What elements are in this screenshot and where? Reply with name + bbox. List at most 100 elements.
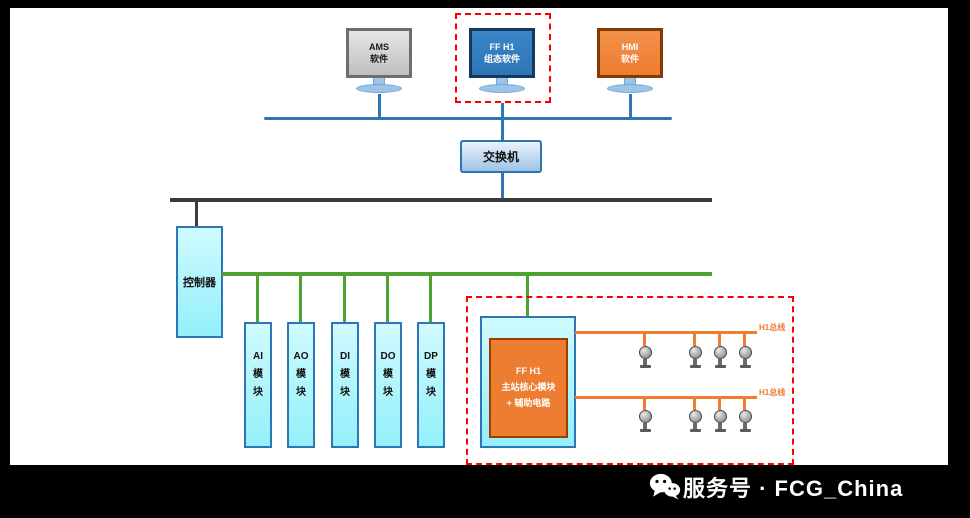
io-drop-line: [256, 276, 259, 322]
module-label-char: 模: [253, 369, 263, 380]
h1-bus-upper-line: [575, 331, 757, 334]
ffh1-link-line: [501, 103, 504, 118]
ffh1-core-label-line2: 主站核心模块: [501, 382, 556, 393]
io-drop-line: [386, 276, 389, 322]
monitor-ffh1-screen: FF H1 组态软件: [469, 28, 535, 78]
h1-bus-lower-label: H1总线: [759, 388, 786, 397]
monitor-base: [479, 84, 525, 93]
ffh1-core-label-line1: FF H1: [515, 366, 541, 377]
device-head: [738, 346, 752, 359]
module-ao: AO 模 块: [287, 322, 315, 448]
io-bus-line: [222, 272, 712, 276]
device-stem: [743, 423, 747, 429]
monitor-hmi: HMI 软件: [597, 28, 663, 93]
device-stem: [693, 359, 697, 365]
field-device-icon: [737, 410, 753, 432]
monitor-ffh1-label-line1: FF H1: [489, 41, 515, 52]
module-label-char: DI: [340, 351, 350, 362]
h1-device-drop-line: [643, 333, 646, 346]
monitor-hmi-label-line2: 软件: [620, 53, 639, 64]
module-label-char: 块: [296, 387, 306, 398]
module-ai: AI 模 块: [244, 322, 272, 448]
hmi-link-line: [629, 94, 632, 118]
ethernet-switch: 交换机: [460, 140, 542, 173]
monitor-base: [607, 84, 653, 93]
module-label-char: 模: [426, 369, 436, 380]
h1-device-drop-line: [743, 398, 746, 410]
monitor-ams-label-line2: 软件: [369, 53, 388, 64]
device-stem: [693, 423, 697, 429]
h1-device-drop-line: [718, 398, 721, 410]
field-device-icon: [687, 410, 703, 432]
control-network-bus-line: [170, 198, 712, 202]
field-device-icon: [687, 346, 703, 368]
device-stem: [743, 359, 747, 365]
field-device-icon: [737, 346, 753, 368]
field-device-icon: [712, 410, 728, 432]
ffh1-core-label-line3: + 辅助电路: [506, 397, 551, 408]
device-stem: [643, 359, 647, 365]
module-label-char: AI: [253, 351, 263, 362]
device-head: [688, 346, 702, 359]
switch-label: 交换机: [482, 150, 519, 164]
controller-uplink-line: [195, 202, 198, 226]
io-drop-line: [299, 276, 302, 322]
module-label-char: 模: [383, 369, 393, 380]
monitor-ffh1-config: FF H1 组态软件: [469, 28, 535, 93]
ffh1-software-highlight-box: [455, 13, 551, 103]
monitor-ams: AMS 软件: [346, 28, 412, 93]
field-device-icon: [637, 346, 653, 368]
module-label-char: 块: [253, 387, 263, 398]
device-head: [688, 410, 702, 423]
ffh1-master-highlight-box: [466, 296, 794, 465]
device-stem: [643, 423, 647, 429]
module-dp: DP 模 块: [417, 322, 445, 448]
h1-bus-lower-line: [575, 396, 757, 399]
h1-device-drop-line: [693, 333, 696, 346]
io-drop-line: [429, 276, 432, 322]
h1-device-drop-line: [693, 398, 696, 410]
h1-device-drop-line: [743, 333, 746, 346]
device-base: [714, 429, 726, 432]
device-head: [713, 346, 727, 359]
monitor-ffh1-label-line2: 组态软件: [483, 53, 520, 64]
module-di: DI 模 块: [331, 322, 359, 448]
module-label-char: 块: [426, 387, 436, 398]
device-base: [639, 429, 651, 432]
device-base: [739, 365, 751, 368]
module-label-char: DP: [424, 351, 438, 362]
controller-label: 控制器: [183, 277, 216, 289]
ams-link-line: [378, 94, 381, 118]
ethernet-bus-line: [264, 117, 672, 120]
device-stem: [718, 423, 722, 429]
module-label-char: 模: [340, 369, 350, 380]
switch-downlink-line: [501, 173, 504, 199]
io-drop-line: [343, 276, 346, 322]
field-device-icon: [637, 410, 653, 432]
controller-box: 控制器: [176, 226, 223, 338]
monitor-hmi-screen: HMI 软件: [597, 28, 663, 78]
field-device-icon: [712, 346, 728, 368]
h1-device-drop-line: [643, 398, 646, 410]
device-base: [714, 365, 726, 368]
wechat-account-name: 服务号 · FCG_China: [683, 476, 904, 501]
h1-device-drop-line: [718, 333, 721, 346]
module-do: DO 模 块: [374, 322, 402, 448]
monitor-base: [356, 84, 402, 93]
device-head: [738, 410, 752, 423]
device-base: [689, 365, 701, 368]
device-head: [638, 346, 652, 359]
device-head: [638, 410, 652, 423]
module-label-char: 模: [296, 369, 306, 380]
module-label-char: 块: [340, 387, 350, 398]
monitor-hmi-label-line1: HMI: [621, 41, 639, 52]
device-base: [639, 365, 651, 368]
module-label-char: AO: [293, 351, 309, 362]
module-label-char: DO: [380, 351, 396, 362]
wechat-icon: [649, 473, 681, 505]
device-base: [689, 429, 701, 432]
h1-bus-upper-label: H1总线: [759, 323, 786, 332]
module-label-char: 块: [383, 387, 393, 398]
device-stem: [718, 359, 722, 365]
